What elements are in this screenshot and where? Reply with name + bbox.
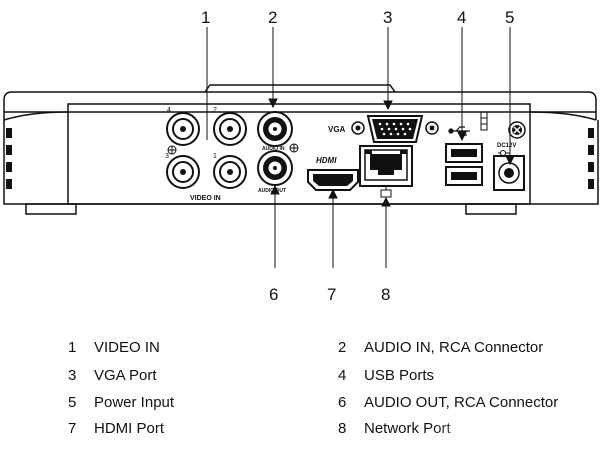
legend-item-6: 6 AUDIO OUT, RCA Connector [338, 394, 558, 411]
bnc-number-3: 3 [165, 153, 169, 160]
bnc-number-1: 1 [213, 153, 217, 160]
legend-item-2: 2 AUDIO IN, RCA Connector [338, 339, 543, 356]
legend-label: AUDIO IN, RCA Connector [364, 339, 544, 356]
legend-number: 2 [338, 339, 347, 356]
callout-4: 4 [457, 8, 467, 27]
vga-screw-right [425, 121, 439, 135]
usb-port-top [445, 143, 483, 163]
callout-leaders [206, 27, 515, 268]
audio-in-connector [257, 111, 293, 147]
power-led [480, 111, 488, 131]
network-port [359, 145, 413, 187]
legend-number: 1 [68, 339, 77, 356]
callout-7: 7 [327, 285, 337, 304]
callout-2: 2 [268, 8, 278, 27]
legend-number: 5 [68, 394, 77, 411]
usb-port-bottom [445, 166, 483, 186]
legend-item-5: 5 Power Input [68, 394, 174, 411]
callout-5: 5 [505, 8, 515, 27]
legend-number: 6 [338, 394, 347, 411]
vga-screw-left [351, 121, 365, 135]
legend-number: 7 [68, 420, 77, 437]
legend-item-1: 1 VIDEO IN [68, 339, 160, 356]
callout-8: 8 [381, 285, 391, 304]
ground-screw [508, 121, 526, 139]
bnc-connector-1 [213, 155, 247, 189]
vga-port [366, 115, 424, 143]
callout-1: 1 [201, 8, 211, 27]
legend-number: 4 [338, 367, 347, 384]
vga-label: VGA [328, 125, 346, 134]
legend-label: Network Port [364, 420, 451, 437]
legend-number: 3 [68, 367, 77, 384]
legend-label: VGA Port [94, 367, 157, 384]
bnc-number-2: 2 [213, 107, 217, 114]
dc-label: DC12V [497, 143, 516, 149]
legend-item-3: 3 VGA Port [68, 367, 157, 384]
network-icon [380, 186, 392, 198]
legend-item-7: 7 HDMI Port [68, 420, 164, 437]
legend-item-8: 8 Network Port [338, 420, 451, 437]
side-vents [6, 128, 594, 189]
ground-icon-left [167, 145, 177, 155]
legend-label: VIDEO IN [94, 339, 160, 356]
hdmi-label: HDMI [316, 156, 337, 165]
hdmi-port [307, 169, 359, 191]
bnc-number-4: 4 [167, 107, 171, 114]
video-in-label: VIDEO IN [190, 195, 221, 202]
legend-label: AUDIO OUT, RCA Connector [364, 394, 559, 411]
ground-icon-audio [289, 143, 299, 153]
legend-label: Power Input [94, 394, 175, 411]
polarity-icon [498, 150, 510, 156]
legend-number: 8 [338, 420, 347, 437]
audio-in-label: AUDIO IN [262, 146, 285, 152]
legend-label: USB Ports [364, 367, 435, 384]
audio-out-connector [257, 150, 293, 186]
watermark-fade [430, 410, 600, 450]
callout-3: 3 [383, 8, 393, 27]
legend-label: HDMI Port [94, 420, 165, 437]
bnc-connector-3 [166, 155, 200, 189]
legend-item-4: 4 USB Ports [338, 367, 434, 384]
bnc-connector-2 [213, 112, 247, 146]
bnc-connector-4 [166, 112, 200, 146]
device-chassis [3, 84, 599, 215]
callout-6: 6 [269, 285, 279, 304]
